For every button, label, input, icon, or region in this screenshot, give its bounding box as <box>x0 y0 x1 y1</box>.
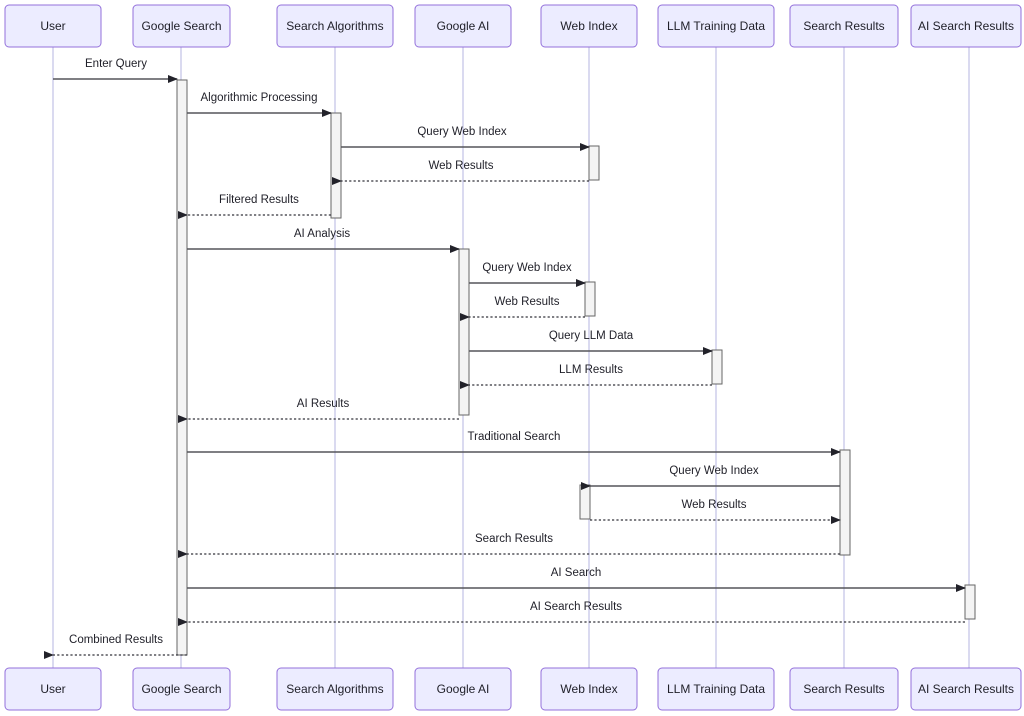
participant-box <box>414 667 512 711</box>
message-m13: Query Web Index <box>581 465 840 490</box>
participant-header-algorithms[interactable]: Search Algorithms <box>276 4 394 48</box>
message-label: Query LLM Data <box>549 330 634 342</box>
message-m11: AI Results <box>178 398 459 423</box>
participant-label: User <box>40 19 65 33</box>
message-label: Search Results <box>475 533 553 545</box>
message-label: Query Web Index <box>417 126 507 138</box>
message-label: AI Search Results <box>530 601 622 613</box>
message-label: Traditional Search <box>468 431 561 443</box>
participant-box <box>276 667 394 711</box>
message-m14: Web Results <box>590 499 841 524</box>
participant-box <box>540 4 638 48</box>
participant-label: LLM Training Data <box>667 682 765 696</box>
participant-footer-webindex[interactable]: Web Index <box>540 667 638 711</box>
message-m2: Algorithmic Processing <box>187 92 332 117</box>
activation-bar-webindex <box>588 145 600 181</box>
message-m17: AI Search Results <box>178 601 965 626</box>
participant-label: Search Results <box>803 682 884 696</box>
message-label: AI Search <box>551 567 602 579</box>
participant-header-group: User Google Search Search Algorithms Google… <box>4 4 1022 48</box>
activation-bar-gsearch <box>176 79 188 656</box>
participant-label: Google Search <box>141 19 221 33</box>
message-label: Web Results <box>495 296 560 308</box>
participant-header-aisearchres[interactable]: AI Search Results <box>910 4 1022 48</box>
message-label: Enter Query <box>85 58 147 70</box>
message-label: Filtered Results <box>219 194 299 206</box>
participant-label: Search Algorithms <box>286 682 383 696</box>
message-m15: Search Results <box>178 533 840 558</box>
message-m6: AI Analysis <box>187 228 460 253</box>
participant-header-user[interactable]: User <box>4 4 102 48</box>
activation-bar-algorithms <box>330 112 342 219</box>
message-label: Query Web Index <box>482 262 572 274</box>
participant-footer-searchres[interactable]: Search Results <box>789 667 899 711</box>
participant-header-llmdata[interactable]: LLM Training Data <box>657 4 775 48</box>
lifelines-group <box>52 47 970 668</box>
message-m12: Traditional Search <box>187 431 841 456</box>
participant-label: Search Algorithms <box>286 19 383 33</box>
participant-label: Web Index <box>560 682 617 696</box>
participant-box <box>4 4 102 48</box>
participant-header-googleai[interactable]: Google AI <box>414 4 512 48</box>
message-m7: Query Web Index <box>469 262 586 287</box>
participant-footer-aisearchres[interactable]: AI Search Results <box>910 667 1022 711</box>
message-label: Web Results <box>429 160 494 172</box>
participant-box <box>414 4 512 48</box>
participant-label: Google AI <box>437 682 490 696</box>
message-label: LLM Results <box>559 364 623 376</box>
activation-bar-searchres <box>839 449 851 556</box>
message-label: Combined Results <box>69 634 163 646</box>
participant-label: Search Results <box>803 19 884 33</box>
participant-footer-gsearch[interactable]: Google Search <box>132 667 231 711</box>
message-m8: Web Results <box>460 296 585 321</box>
participant-box <box>910 4 1022 48</box>
participant-footer-group: User Google Search Search Algorithms Google… <box>4 667 1022 711</box>
participant-label: Google Search <box>141 682 221 696</box>
participant-label: Google AI <box>437 19 490 33</box>
participant-label: LLM Training Data <box>667 19 765 33</box>
activation-bar-webindex <box>579 484 591 520</box>
participant-box <box>132 4 231 48</box>
participant-label: AI Search Results <box>918 19 1014 33</box>
participant-header-gsearch[interactable]: Google Search <box>132 4 231 48</box>
message-label: AI Results <box>297 398 350 410</box>
participant-box <box>789 4 899 48</box>
message-m5: Filtered Results <box>178 194 331 219</box>
participant-box <box>657 4 775 48</box>
participant-footer-user[interactable]: User <box>4 667 102 711</box>
message-m9: Query LLM Data <box>469 330 713 355</box>
participant-label: User <box>40 682 65 696</box>
message-m1: Enter Query <box>53 58 178 83</box>
message-label: Web Results <box>682 499 747 511</box>
message-label: Query Web Index <box>669 465 759 477</box>
message-m10: LLM Results <box>460 364 712 389</box>
participant-label: AI Search Results <box>918 682 1014 696</box>
participant-label: Web Index <box>560 19 617 33</box>
participant-box <box>132 667 231 711</box>
participant-header-searchres[interactable]: Search Results <box>789 4 899 48</box>
participant-box <box>910 667 1022 711</box>
activation-bar-aisearchres <box>964 584 976 620</box>
participant-box <box>540 667 638 711</box>
participant-footer-googleai[interactable]: Google AI <box>414 667 512 711</box>
message-m18: Combined Results <box>44 634 187 659</box>
message-m4: Web Results <box>332 160 589 185</box>
participant-header-webindex[interactable]: Web Index <box>540 4 638 48</box>
message-m3: Query Web Index <box>341 126 590 151</box>
participant-box <box>789 667 899 711</box>
participant-box <box>657 667 775 711</box>
participant-box <box>4 667 102 711</box>
participant-box <box>276 4 394 48</box>
message-m16: AI Search <box>187 567 966 592</box>
message-label: AI Analysis <box>294 228 350 240</box>
message-label: Algorithmic Processing <box>201 92 318 104</box>
activation-bar-googleai <box>458 248 470 416</box>
participant-footer-algorithms[interactable]: Search Algorithms <box>276 667 394 711</box>
participant-footer-llmdata[interactable]: LLM Training Data <box>657 667 775 711</box>
activation-bar-llmdata <box>711 349 723 385</box>
activation-bar-webindex <box>584 281 596 317</box>
